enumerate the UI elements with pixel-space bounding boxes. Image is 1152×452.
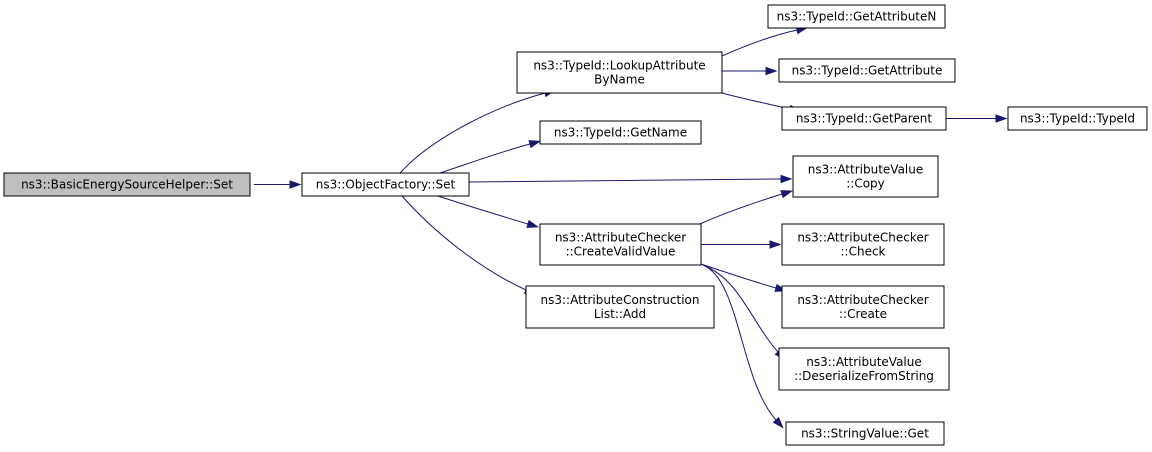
arrowhead-icon <box>289 180 302 189</box>
arrowhead-icon <box>995 114 1008 123</box>
node-box <box>792 155 939 198</box>
node-label: ::DeserializeFromString <box>794 369 934 383</box>
edge-n2-to-n7 <box>722 66 778 76</box>
node-label: ns3::AttributeConstruction <box>541 293 700 307</box>
node-label: ::Copy <box>846 177 885 191</box>
node-ns3-typeid-typeid[interactable]: ns3::TypeId::TypeId <box>1007 106 1148 131</box>
node-box <box>778 347 950 391</box>
node-label: ns3::TypeId::LookupAttribute <box>533 59 705 73</box>
node-box <box>516 51 723 94</box>
node-ns3-objectfactory-set[interactable]: ns3::ObjectFactory::Set <box>301 172 470 197</box>
node-label: ns3::TypeId::GetParent <box>796 112 932 126</box>
edge-line <box>721 92 791 110</box>
arrowhead-icon <box>780 174 793 184</box>
edge-line <box>401 195 527 291</box>
node-label: ::CreateValidValue <box>566 245 676 259</box>
node-ns3-attributechecker-createvalidvalue[interactable]: ns3::AttributeChecker::CreateValidValue <box>539 223 702 266</box>
node-ns3-basicenergysourcehelper-set[interactable]: ns3::BasicEnergySourceHelper::Set <box>3 172 251 197</box>
nodes-layer: ns3::BasicEnergySourceHelper::Set ns3::Ob… <box>3 4 1148 446</box>
edge-line <box>699 193 783 225</box>
node-label: ns3::AttributeChecker <box>797 293 928 307</box>
node-ns3-typeid-getparent[interactable]: ns3::TypeId::GetParent <box>781 106 947 131</box>
node-label: ns3::StringValue::Get <box>801 427 929 441</box>
node-label: List::Add <box>594 307 646 321</box>
edge-n4-to-n13 <box>702 264 784 429</box>
node-ns3-typeid-getattribute[interactable]: ns3::TypeId::GetAttribute <box>778 58 956 83</box>
node-ns3-typeid-getname[interactable]: ns3::TypeId::GetName <box>539 120 702 145</box>
arrowhead-icon <box>772 416 784 429</box>
edge-n4-to-n9 <box>699 190 793 225</box>
node-label: ns3::TypeId::GetAttributeN <box>777 10 937 24</box>
node-box <box>781 285 945 329</box>
node-box <box>778 58 956 83</box>
node-ns3-attributechecker-create[interactable]: ns3::AttributeChecker::Create <box>781 285 945 329</box>
node-label: ns3::TypeId::GetAttribute <box>792 64 943 78</box>
node-box <box>525 285 715 329</box>
node-label: ns3::TypeId::GetName <box>554 126 687 140</box>
node-ns3-attributechecker-check[interactable]: ns3::AttributeChecker::Check <box>781 223 945 266</box>
node-box <box>785 421 945 446</box>
node-label: ns3::ObjectFactory::Set <box>316 178 456 192</box>
arrowhead-icon <box>769 240 782 249</box>
node-box <box>781 223 945 266</box>
node-box <box>3 172 251 197</box>
edge-line <box>700 263 777 289</box>
edge-n1-to-n3 <box>439 140 542 174</box>
arrowhead-icon <box>780 190 793 199</box>
node-label: ns3::AttributeChecker <box>555 231 686 245</box>
node-box <box>781 106 947 131</box>
edge-n1-to-n9 <box>468 174 793 184</box>
node-ns3-attributevalue-deserializefromstring[interactable]: ns3::AttributeValue::DeserializeFromStri… <box>778 347 950 391</box>
node-label: ns3::TypeId::TypeId <box>1020 112 1135 126</box>
node-ns3-attributevalue-copy[interactable]: ns3::AttributeValue::Copy <box>792 155 939 198</box>
node-box <box>301 172 470 197</box>
node-label: ns3::AttributeValue <box>806 355 922 369</box>
edge-line <box>721 29 798 57</box>
edge-n2-to-n6 <box>721 26 809 57</box>
node-label: ns3::AttributeValue <box>808 163 924 177</box>
node-label: ns3::BasicEnergySourceHelper::Set <box>21 178 233 192</box>
edge-line <box>468 178 782 183</box>
edge-n4-to-n10 <box>701 240 782 249</box>
edge-n1-to-n4 <box>437 195 540 228</box>
node-label: ::Check <box>841 245 886 259</box>
node-ns3-typeid-getattributen[interactable]: ns3::TypeId::GetAttributeN <box>767 4 946 29</box>
node-label: ByName <box>594 73 645 87</box>
arrowhead-icon <box>528 140 542 149</box>
arrowhead-icon <box>526 219 540 228</box>
node-label: ::Create <box>839 307 887 321</box>
node-box <box>539 120 702 145</box>
node-label: ns3::AttributeChecker <box>797 231 928 245</box>
node-box <box>767 4 946 29</box>
edge-n8-to-n14 <box>946 114 1008 123</box>
arrowhead-icon <box>765 66 778 76</box>
edge-line <box>702 264 777 421</box>
node-ns3-stringvalue-get[interactable]: ns3::StringValue::Get <box>785 421 945 446</box>
edge-line <box>702 264 779 353</box>
node-box <box>1007 106 1148 131</box>
edge-line <box>439 143 531 174</box>
edge-n0-to-n1 <box>254 180 302 189</box>
edge-n1-to-n5 <box>401 195 537 295</box>
edge-line <box>437 195 529 225</box>
edges-layer <box>254 26 1008 429</box>
edge-line <box>399 92 546 174</box>
node-box <box>539 223 702 266</box>
